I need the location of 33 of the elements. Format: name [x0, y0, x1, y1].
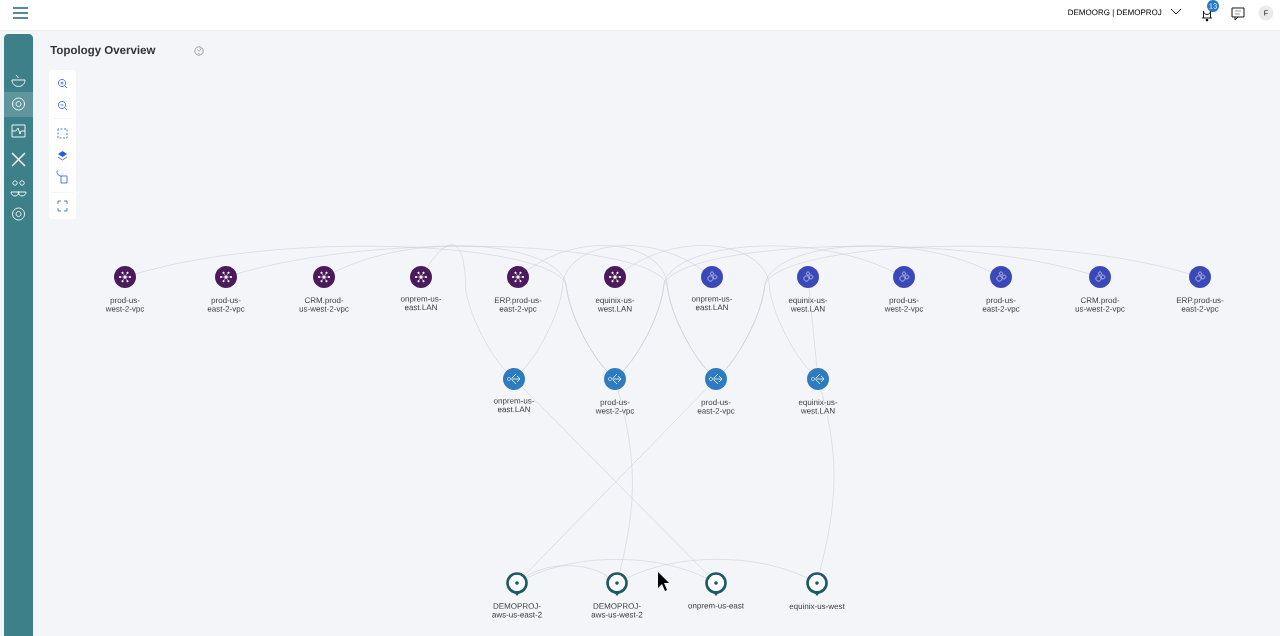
node-label: equinix-us-west.LAN — [798, 399, 838, 414]
node-label: onprem-us-east.LAN — [493, 399, 535, 413]
node-label: prod-us-east-2-vpc — [697, 399, 735, 416]
connector-line — [333, 245, 608, 372]
connector-line — [623, 245, 811, 372]
connector-line — [426, 244, 507, 372]
connector-line — [723, 245, 1190, 372]
node-label: ERP.prod-us-east-2-vpc — [1176, 297, 1224, 314]
page-title: Topology Overview — [50, 45, 156, 57]
connector-line — [525, 565, 609, 578]
connector-line — [819, 389, 835, 573]
node-label: onprem-us-east — [688, 603, 744, 611]
connector-line — [617, 389, 633, 573]
node-label: prod-us-west-2-vpc — [595, 399, 635, 416]
project-selector: DEMOORG | DEMOPROJ — [1068, 8, 1182, 17]
node-label: CRM.prod-us-west-2-vpc — [1075, 297, 1125, 314]
node-label: onprem-us-east.LAN — [400, 297, 442, 311]
node-label: prod-us-west-2-vpc — [105, 297, 145, 314]
connector-line — [622, 245, 1090, 372]
node-label: equinix-us-west — [789, 603, 845, 611]
node-label: ERP.prod-us-east-2-vpc — [494, 297, 542, 314]
node-label: CRM.prod-us-west-2-vpc — [299, 297, 349, 314]
node-label: equinix-us-west.LAN — [788, 297, 828, 312]
connector-line — [526, 559, 707, 579]
connector-line — [808, 287, 818, 369]
node-label: prod-us-east-2-vpc — [982, 297, 1020, 314]
node-label: prod-us-east-2-vpc — [207, 297, 245, 314]
node-label: DEMOPROJ-aws-us-west-2 — [591, 603, 643, 618]
connector-line — [626, 559, 808, 579]
node-label: onprem-us-east.LAN — [691, 297, 733, 311]
node-label: DEMOPROJ-aws-us-east-2 — [492, 603, 542, 618]
node-label: equinix-us-west.LAN — [595, 297, 635, 312]
node-label: prod-us-west-2-vpc — [884, 297, 924, 314]
